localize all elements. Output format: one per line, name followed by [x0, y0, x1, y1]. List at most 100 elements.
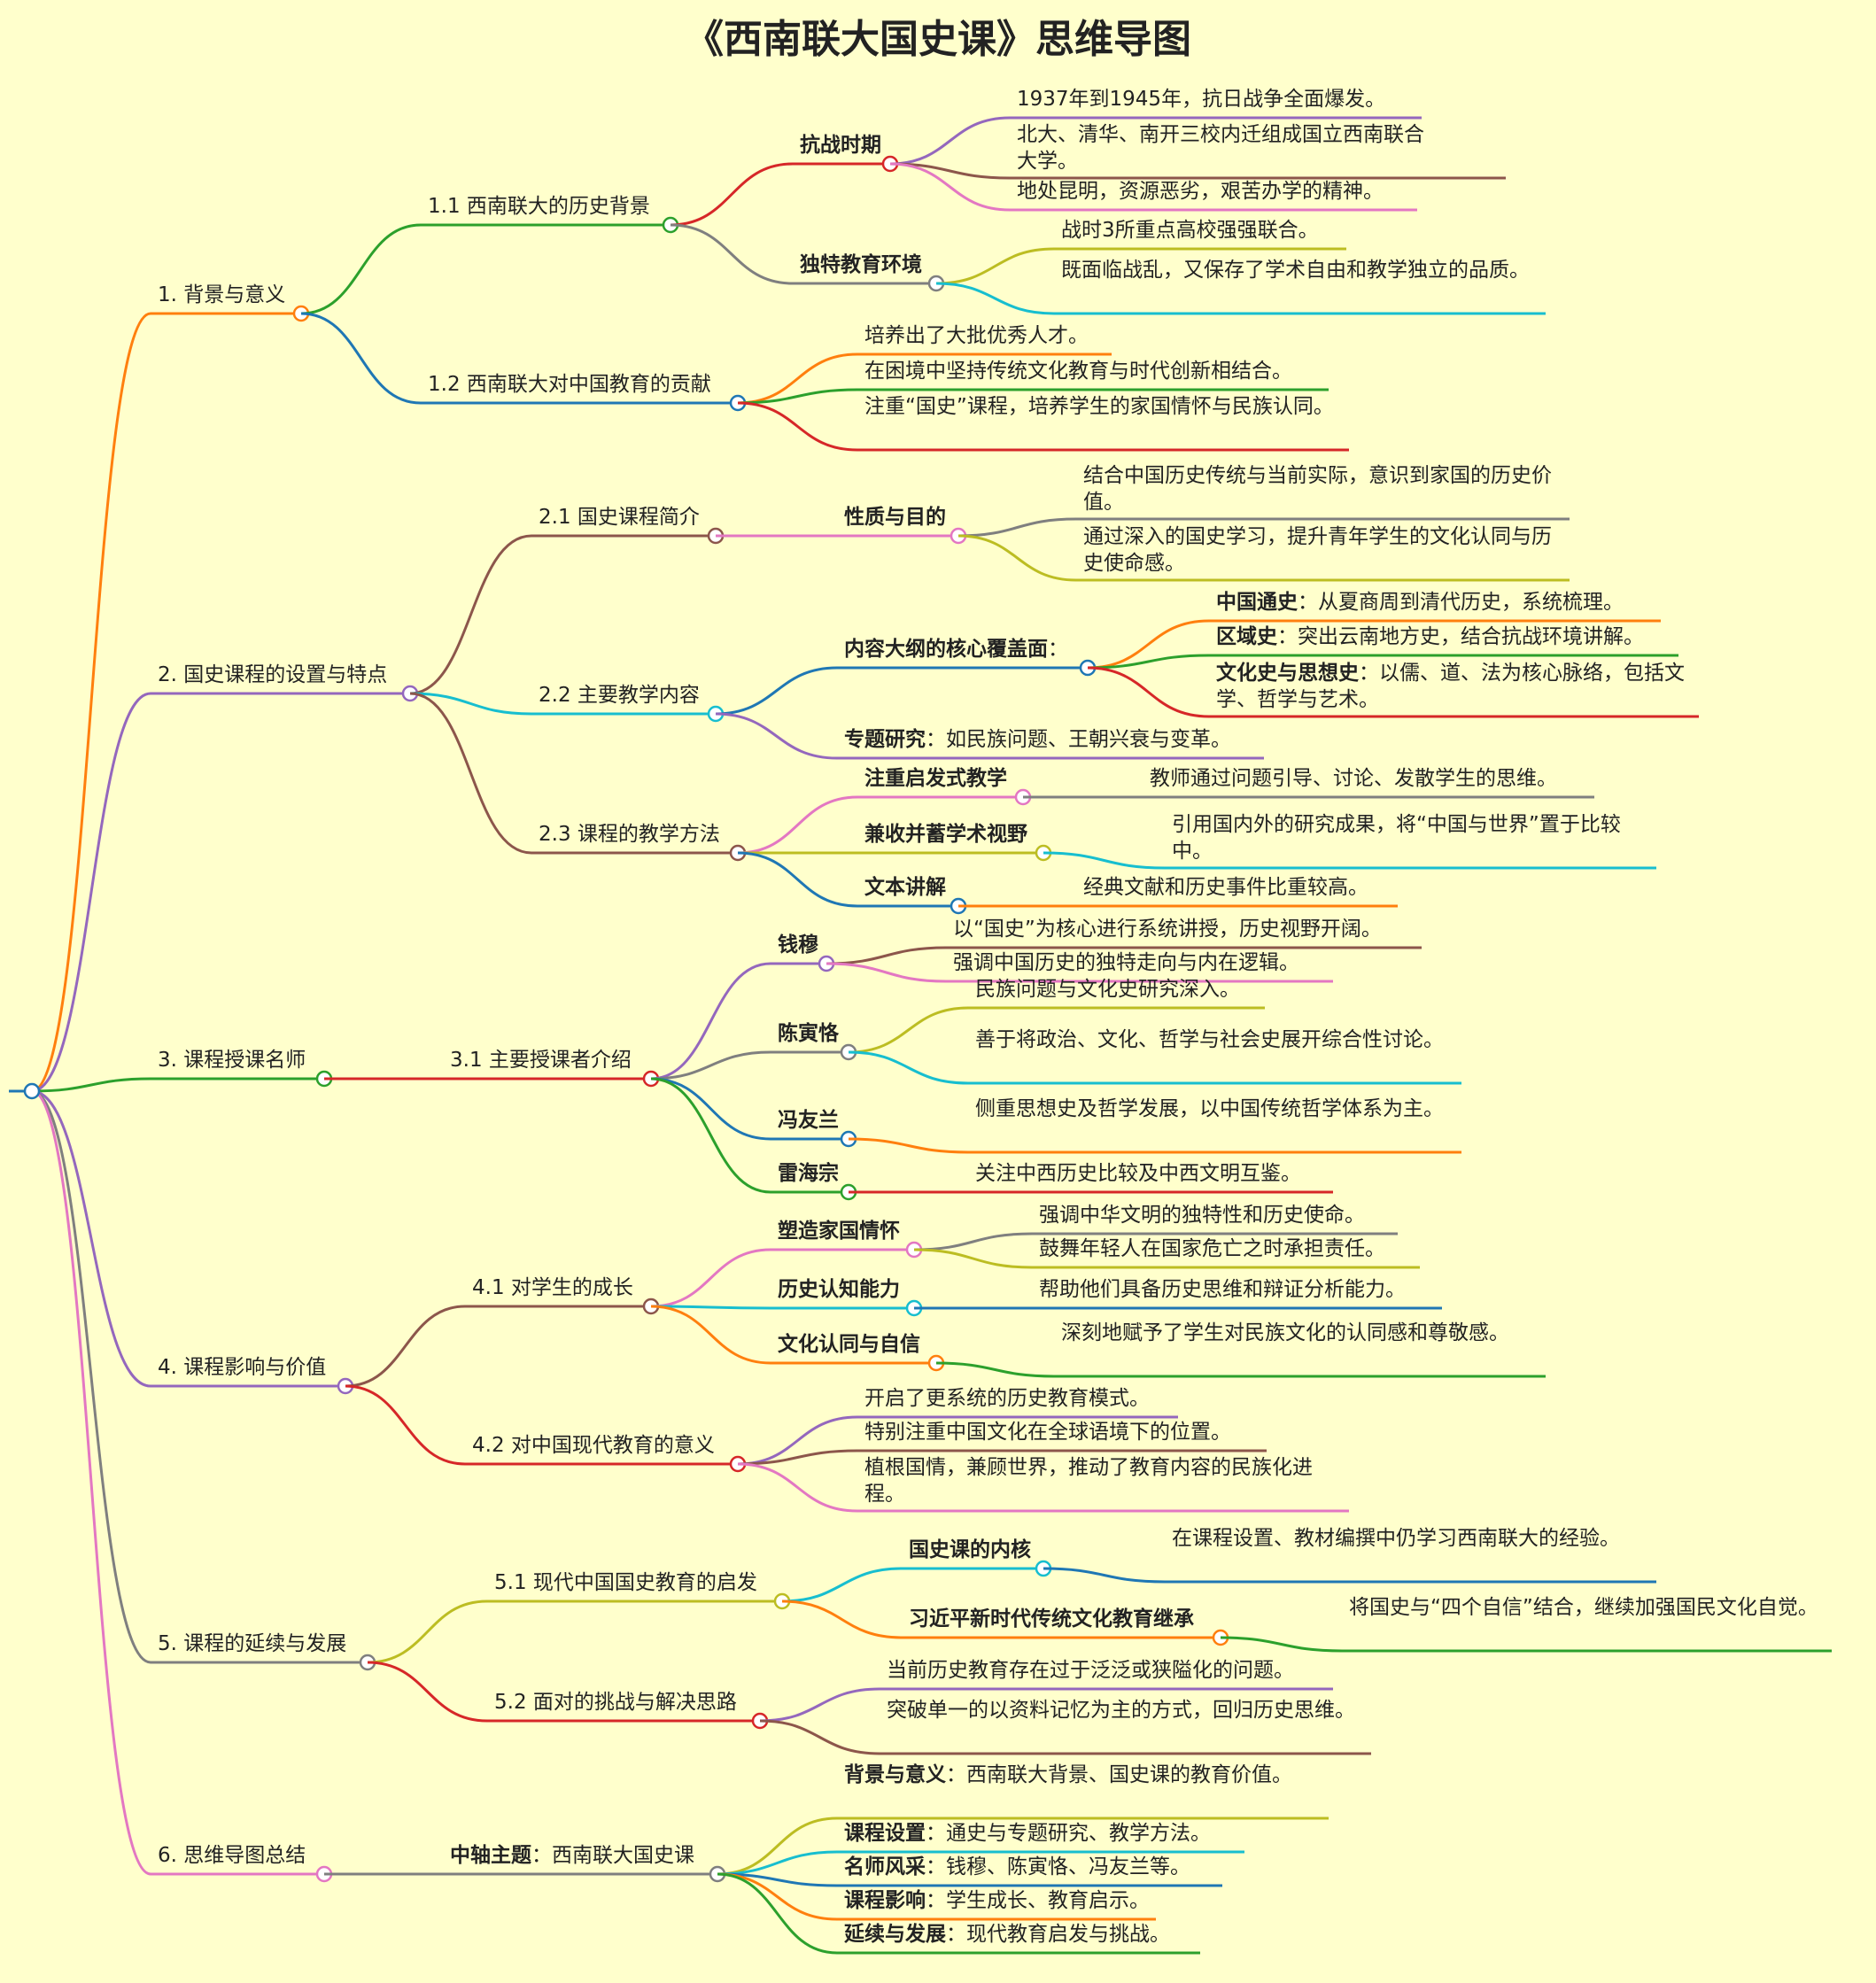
node-n61-text: ：西南联大国史课 — [531, 1844, 694, 1867]
node-n612[interactable]: 课程设置：通史与专题研究、教学方法。 — [844, 1820, 1211, 1847]
node-n2212[interactable]: 区域史：突出云南地方史，结合抗战环境讲解。 — [1216, 624, 1644, 650]
node-n11[interactable]: 1.1 西南联大的历史背景 — [428, 193, 650, 220]
node-n3[interactable]: 3. 课程授课名师 — [158, 1047, 306, 1073]
node-n22[interactable]: 2.2 主要教学内容 — [539, 682, 700, 709]
node-n522[interactable]: 突破单一的以资料记忆为主的方式，回归历史思维。 — [887, 1697, 1356, 1724]
node-n2[interactable]: 2. 国史课程的设置与特点 — [158, 662, 387, 688]
node-n2112[interactable]: 通过深入的国史学习，提升青年学生的文化认同与历史使命感。 — [1083, 523, 1553, 577]
node-n111[interactable]: 抗战时期 — [800, 132, 881, 159]
node-n4121[interactable]: 帮助他们具备历史思维和辩证分析能力。 — [1039, 1276, 1406, 1303]
node-n42[interactable]: 4.2 对中国现代教育的意义 — [472, 1432, 715, 1459]
edge-n615 — [717, 1872, 838, 1955]
node-n123[interactable]: 注重“国史”课程，培养学生的家国情怀与民族认同。 — [864, 393, 1334, 420]
node-n422[interactable]: 特别注重中国文化在全球语境下的位置。 — [864, 1419, 1231, 1445]
node-n3112[interactable]: 强调中国历史的独特走向与内在逻辑。 — [953, 949, 1299, 976]
edge-n422 — [737, 1449, 858, 1466]
node-n232-keyword: 兼收并蓄学术视野 — [864, 823, 1027, 846]
node-n412[interactable]: 历史认知能力 — [778, 1276, 900, 1303]
node-n232[interactable]: 兼收并蓄学术视野 — [864, 821, 1027, 848]
node-n2331[interactable]: 经典文献和历史事件比重较高。 — [1083, 874, 1368, 901]
node-n3111[interactable]: 以“国史”为核心进行系统讲授，历史视野开阔。 — [953, 916, 1382, 942]
node-n411-keyword: 塑造家国情怀 — [778, 1220, 900, 1243]
node-n112[interactable]: 独特教育环境 — [800, 252, 922, 278]
node-n1122[interactable]: 既面临战乱，又保存了学术自由和教学独立的品质。 — [1061, 257, 1531, 283]
node-n122-text: 在困境中坚持传统文化教育与时代创新相结合。 — [864, 360, 1292, 383]
node-n12[interactable]: 1.2 西南联大对中国教育的贡献 — [428, 371, 711, 398]
node-n5[interactable]: 5. 课程的延续与发展 — [158, 1631, 346, 1657]
node-n614[interactable]: 课程影响：学生成长、教育启示。 — [844, 1887, 1150, 1914]
node-n21[interactable]: 2.1 国史课程简介 — [539, 504, 700, 531]
node-n4131[interactable]: 深刻地赋予了学生对民族文化的认同感和尊敬感。 — [1061, 1320, 1531, 1346]
node-n313[interactable]: 冯友兰 — [778, 1107, 839, 1134]
node-n5121[interactable]: 将国史与“四个自信”结合，继续加强国民文化自觉。 — [1349, 1594, 1818, 1621]
node-n3121[interactable]: 民族问题与文化史研究深入。 — [975, 976, 1240, 1003]
node-n615[interactable]: 延续与发展：现代教育启发与挑战。 — [844, 1921, 1170, 1948]
node-n1121[interactable]: 战时3所重点高校强强联合。 — [1061, 217, 1319, 244]
node-n2213[interactable]: 文化史与思想史：以儒、道、法为核心脉络，包括文学、哲学与艺术。 — [1216, 660, 1686, 713]
node-n233[interactable]: 文本讲解 — [864, 874, 946, 901]
node-n311-keyword: 钱穆 — [778, 933, 818, 957]
node-n5111[interactable]: 在课程设置、教材编撰中仍学习西南联大的经验。 — [1172, 1525, 1641, 1552]
node-n312[interactable]: 陈寅恪 — [778, 1020, 839, 1047]
node-n51[interactable]: 5.1 现代中国国史教育的启发 — [494, 1569, 757, 1596]
edge-n312 — [650, 1050, 771, 1081]
node-n4111[interactable]: 强调中华文明的独特性和历史使命。 — [1039, 1202, 1365, 1228]
node-n4-text: 4. 课程影响与价值 — [158, 1356, 327, 1379]
node-n413-keyword: 文化认同与自信 — [778, 1333, 920, 1356]
node-n511[interactable]: 国史课的内核 — [909, 1537, 1031, 1563]
node-n1111[interactable]: 1937年到1945年，抗日战争全面爆发。 — [1017, 86, 1385, 112]
node-n52[interactable]: 5.2 面对的挑战与解决思路 — [494, 1689, 737, 1716]
node-n6[interactable]: 6. 思维导图总结 — [158, 1842, 306, 1869]
node-n122[interactable]: 在困境中坚持传统文化教育与时代创新相结合。 — [864, 358, 1292, 384]
node-n231[interactable]: 注重启发式教学 — [864, 765, 1007, 792]
node-n123-text: 注重“国史”课程，培养学生的家国情怀与民族认同。 — [864, 395, 1334, 418]
node-n2311[interactable]: 教师通过问题引导、讨论、发散学生的思维。 — [1150, 765, 1557, 792]
node-n311[interactable]: 钱穆 — [778, 932, 818, 958]
node-n413[interactable]: 文化认同与自信 — [778, 1331, 920, 1358]
node-n611[interactable]: 背景与意义：西南联大背景、国史课的教育价值。 — [844, 1762, 1314, 1788]
edge-n4112 — [913, 1248, 1033, 1269]
node-n512[interactable]: 习近平新时代传统文化教育继承 — [909, 1606, 1194, 1632]
node-n1[interactable]: 1. 背景与意义 — [158, 282, 285, 308]
edge-n6 — [31, 1089, 151, 1876]
node-n3122[interactable]: 善于将政治、文化、哲学与社会史展开综合性讨论。 — [975, 1026, 1445, 1053]
node-n411[interactable]: 塑造家国情怀 — [778, 1218, 900, 1244]
node-n421-text: 开启了更系统的历史教育模式。 — [864, 1387, 1150, 1410]
node-n2211-keyword: 中国通史 — [1216, 591, 1298, 614]
edge-n521 — [759, 1687, 880, 1723]
node-n61-keyword: 中轴主题 — [450, 1844, 531, 1867]
node-n3112-text: 强调中国历史的独特走向与内在逻辑。 — [953, 951, 1299, 974]
node-n3131[interactable]: 侧重思想史及哲学发展，以中国传统哲学体系为主。 — [975, 1096, 1445, 1122]
node-n121[interactable]: 培养出了大批优秀人才。 — [864, 322, 1089, 349]
edge-n1 — [31, 312, 151, 1093]
node-n3141[interactable]: 关注中西历史比较及中西文明互鉴。 — [975, 1160, 1301, 1187]
node-n521[interactable]: 当前历史教育存在过于泛泛或狭隘化的问题。 — [887, 1657, 1294, 1684]
node-n2212-keyword: 区域史 — [1216, 625, 1277, 648]
node-n221[interactable]: 内容大纲的核心覆盖面： — [844, 636, 1068, 662]
node-n23[interactable]: 2.3 课程的教学方法 — [539, 821, 720, 848]
node-n2111[interactable]: 结合中国历史传统与当前实际，意识到家国的历史价值。 — [1083, 462, 1553, 515]
edge-n522 — [759, 1719, 880, 1755]
node-n4112[interactable]: 鼓舞年轻人在国家危亡之时承担责任。 — [1039, 1236, 1385, 1262]
node-n421[interactable]: 开启了更系统的历史教育模式。 — [864, 1385, 1150, 1412]
node-n1112[interactable]: 北大、清华、南开三校内迁组成国立西南联合大学。 — [1017, 121, 1433, 174]
node-n61[interactable]: 中轴主题：西南联大国史课 — [450, 1842, 694, 1869]
node-n412-keyword: 历史认知能力 — [778, 1278, 900, 1301]
node-n2311-text: 教师通过问题引导、讨论、发散学生的思维。 — [1150, 767, 1557, 790]
node-n31[interactable]: 3.1 主要授课者介绍 — [450, 1047, 632, 1073]
node-n1113[interactable]: 地处昆明，资源恶劣，艰苦办学的精神。 — [1017, 178, 1384, 205]
edge-n221 — [715, 666, 838, 716]
node-n4[interactable]: 4. 课程影响与价值 — [158, 1354, 326, 1381]
node-n314[interactable]: 雷海宗 — [778, 1160, 839, 1187]
edge-n3111 — [826, 946, 947, 965]
node-n41[interactable]: 4.1 对学生的成长 — [472, 1274, 633, 1301]
node-n2321[interactable]: 引用国内外的研究成果，将“中国与世界”置于比较中。 — [1172, 811, 1641, 864]
edge-n233 — [737, 851, 858, 908]
node-n2211[interactable]: 中国通史：从夏商周到清代历史，系统梳理。 — [1216, 589, 1624, 616]
node-n211[interactable]: 性质与目的 — [844, 504, 946, 531]
node-n423[interactable]: 植根国情，兼顾世界，推动了教育内容的民族化进程。 — [864, 1454, 1334, 1507]
node-n613[interactable]: 名师风采：钱穆、陈寅恪、冯友兰等。 — [844, 1854, 1190, 1880]
node-n2213-keyword: 文化史与思想史 — [1216, 662, 1359, 685]
node-n615-keyword: 延续与发展 — [844, 1923, 946, 1946]
node-n222[interactable]: 专题研究：如民族问题、王朝兴衰与变革。 — [844, 726, 1231, 753]
